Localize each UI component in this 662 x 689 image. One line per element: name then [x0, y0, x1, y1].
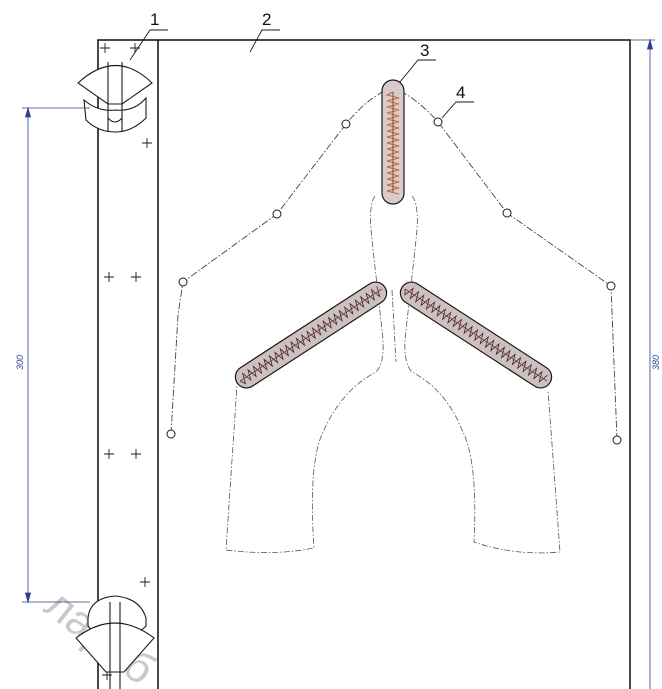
board-outline	[97, 39, 631, 689]
callout-3: 3	[420, 41, 429, 60]
slot-right	[399, 281, 553, 389]
slot-left	[234, 281, 388, 389]
inner-pattern-pieces	[225, 195, 561, 554]
dimension-right-label: 380	[651, 355, 661, 370]
dimension-right	[630, 38, 655, 689]
dimension-left-label: 300	[15, 355, 25, 370]
clamp-bottom	[75, 595, 155, 689]
callout-4: 4	[456, 83, 465, 102]
slot-top	[381, 79, 405, 205]
callout-1: 1	[150, 10, 159, 29]
dimension-left	[22, 106, 90, 604]
callout-2: 2	[262, 10, 271, 29]
clamp-top	[77, 62, 153, 133]
holes	[166, 117, 622, 445]
leader-lines	[129, 29, 474, 119]
frame-crosses	[100, 43, 152, 680]
